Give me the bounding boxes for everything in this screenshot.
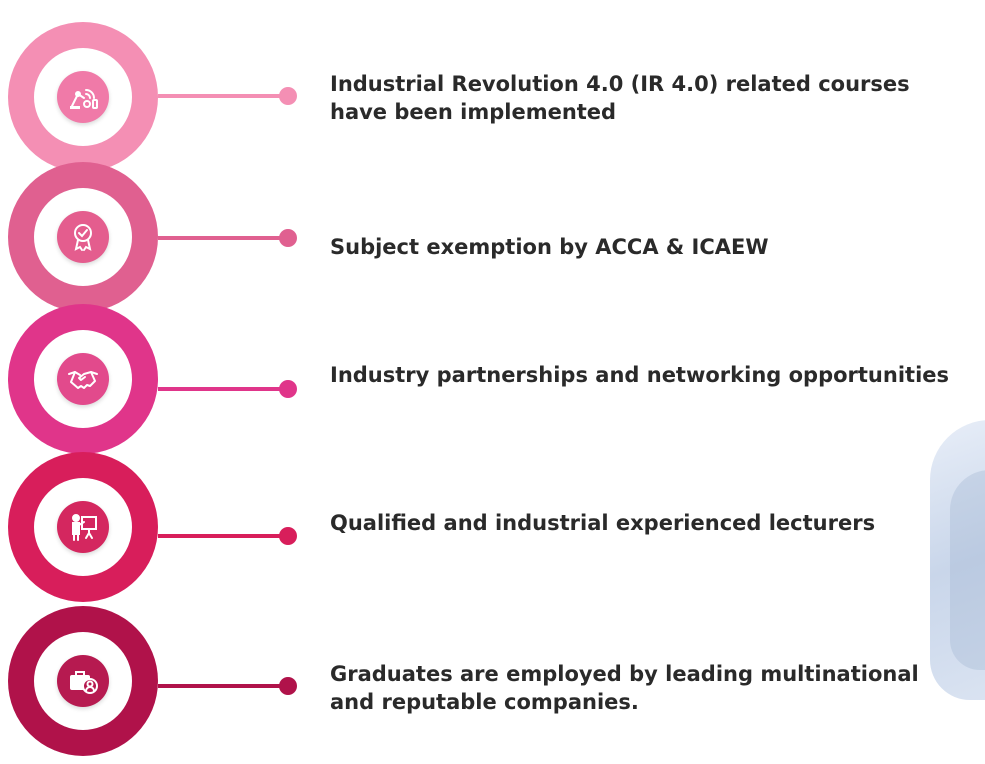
connector-5 bbox=[158, 677, 297, 695]
robot-arm-wifi-icon bbox=[57, 71, 109, 123]
connector-1 bbox=[158, 87, 297, 105]
item-3-text: Industry partnerships and networking opp… bbox=[330, 363, 950, 387]
connector-4 bbox=[158, 527, 297, 545]
connector-2 bbox=[158, 229, 297, 247]
ring-3 bbox=[8, 304, 158, 454]
ring-4 bbox=[8, 452, 158, 602]
person-photo-shading bbox=[950, 470, 985, 670]
item-2-text: Subject exemption by ACCA & ICAEW bbox=[330, 235, 769, 259]
briefcase-person-icon bbox=[57, 655, 109, 707]
item-4-text: Qualified and industrial experienced lec… bbox=[330, 511, 876, 535]
connector-3 bbox=[158, 380, 297, 398]
person-photo bbox=[930, 420, 985, 700]
ring-5 bbox=[8, 606, 158, 756]
ring-1 bbox=[8, 22, 158, 172]
item-1-text: Industrial Revolution 4.0 (IR 4.0) relat… bbox=[330, 72, 910, 124]
handshake-icon bbox=[57, 353, 109, 405]
ring-2 bbox=[8, 162, 158, 312]
item-5-text: Graduates are employed by leading multin… bbox=[330, 662, 919, 714]
award-ribbon-icon bbox=[57, 211, 109, 263]
presenter-board-icon bbox=[57, 501, 109, 553]
